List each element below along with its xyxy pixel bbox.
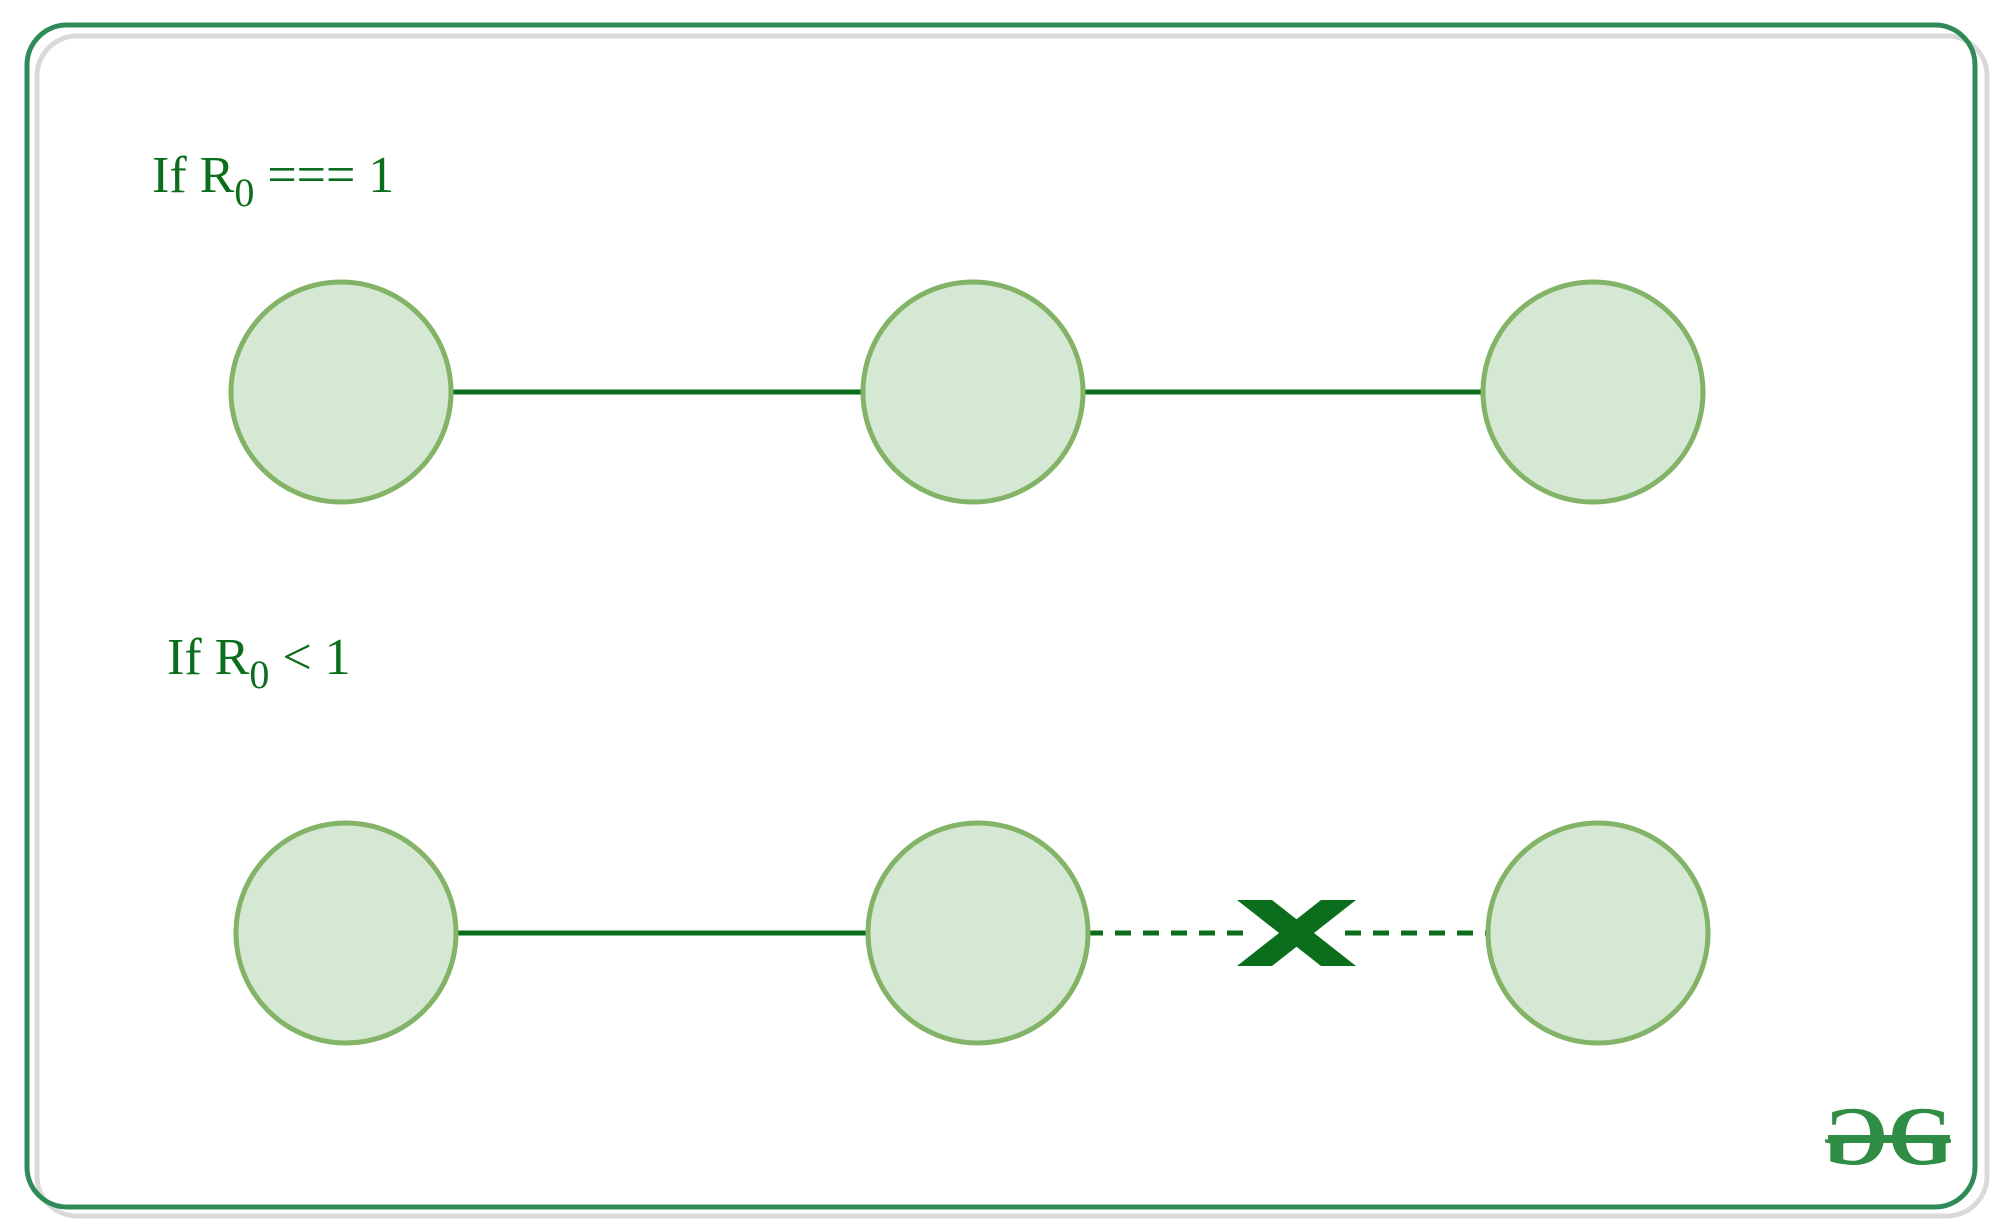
label-bottom-subscript: 0: [249, 652, 269, 697]
logo-right-g: G: [1888, 1090, 1953, 1183]
label-top-suffix: === 1: [254, 147, 394, 204]
label-top-subscript: 0: [234, 170, 254, 215]
node-top-2: [860, 279, 1086, 505]
node-bottom-3: [1485, 820, 1711, 1046]
diagram-frame: [24, 22, 1978, 1210]
node-top-1: [228, 279, 454, 505]
label-r0-less-than-one: If R0 < 1: [167, 629, 351, 697]
label-bottom-suffix: < 1: [269, 629, 350, 686]
frame-shadow: [34, 33, 1990, 1219]
label-bottom-prefix: If R: [167, 629, 250, 686]
node-bottom-2: [865, 820, 1091, 1046]
node-bottom-1: [233, 820, 459, 1046]
label-r0-equals-one: If R0 === 1: [152, 147, 394, 215]
blocked-cross-icon: [1237, 900, 1356, 966]
label-top-prefix: If R: [152, 147, 235, 204]
gfg-logo-icon: G G: [1823, 1090, 1954, 1183]
logo-bar: [1828, 1135, 1950, 1143]
node-top-3: [1480, 279, 1706, 505]
